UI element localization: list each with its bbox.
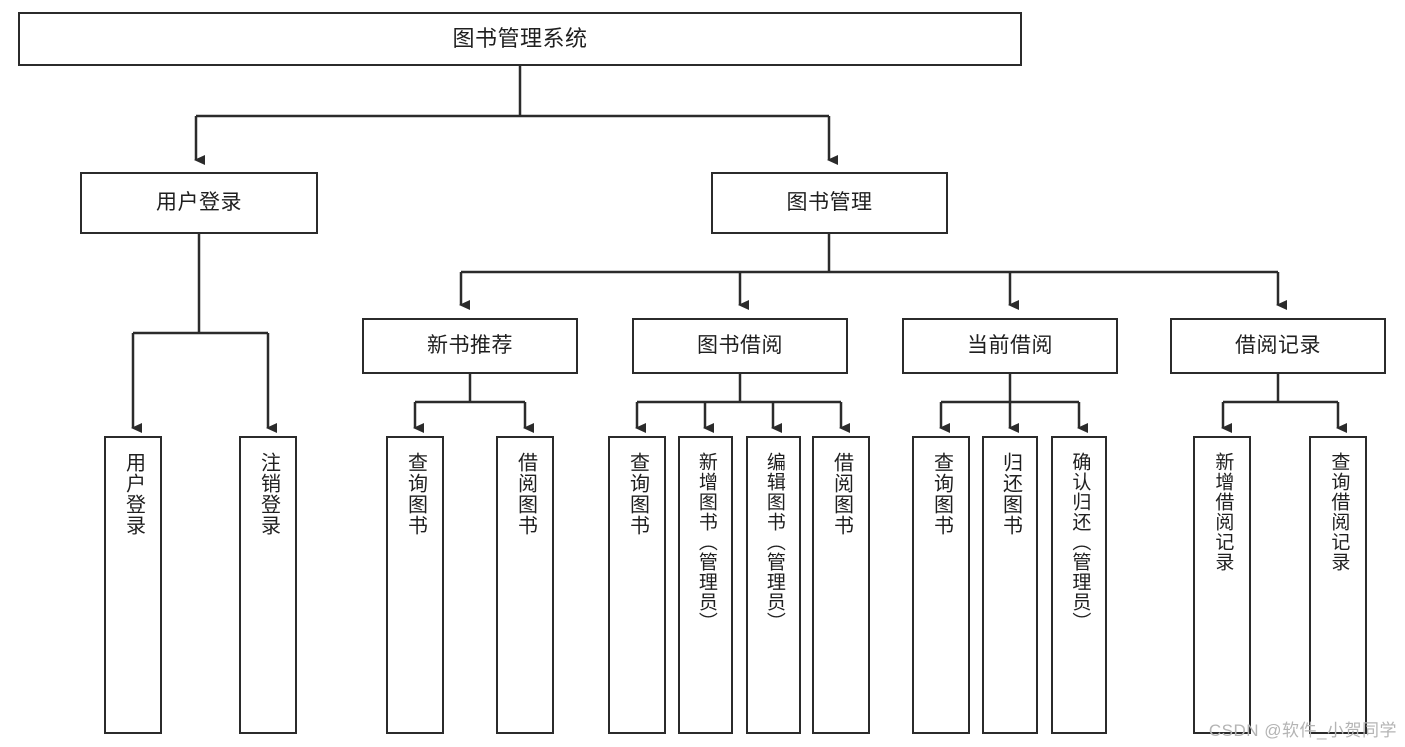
leaf-label: 用户登录 xyxy=(122,452,145,536)
leaf-label: 新增图书（管理员） xyxy=(695,452,717,632)
node-label: 图书管理系统 xyxy=(452,25,588,51)
leaf-new-book-borrow-book[interactable]: 借阅图书 xyxy=(496,436,554,734)
node-new-book-recommendation[interactable]: 新书推荐 xyxy=(362,318,578,374)
leaf-book-borrow-query-book[interactable]: 查询图书 xyxy=(608,436,666,734)
node-label: 用户登录 xyxy=(156,191,242,215)
leaf-label: 查询图书 xyxy=(626,452,649,536)
leaf-label: 归还图书 xyxy=(999,452,1022,536)
leaf-user-login-login[interactable]: 用户登录 xyxy=(104,436,162,734)
node-label: 图书管理 xyxy=(786,191,873,215)
node-borrowing-record[interactable]: 借阅记录 xyxy=(1170,318,1386,374)
leaf-new-book-query-book[interactable]: 查询图书 xyxy=(386,436,444,734)
leaf-current-borrow-query-book[interactable]: 查询图书 xyxy=(912,436,970,734)
leaf-label: 借阅图书 xyxy=(514,452,537,536)
leaf-label: 查询图书 xyxy=(404,452,427,536)
leaf-current-borrow-return-book[interactable]: 归还图书 xyxy=(982,436,1038,734)
node-current-borrowing[interactable]: 当前借阅 xyxy=(902,318,1118,374)
leaf-label: 注销登录 xyxy=(257,452,280,536)
leaf-borrow-record-add-record[interactable]: 新增借阅记录 xyxy=(1193,436,1251,734)
node-book-borrowing[interactable]: 图书借阅 xyxy=(632,318,848,374)
leaf-label: 借阅图书 xyxy=(830,452,853,536)
leaf-label: 编辑图书（管理员） xyxy=(763,452,785,632)
node-label: 当前借阅 xyxy=(967,334,1053,358)
node-label: 借阅记录 xyxy=(1235,334,1321,358)
leaf-book-borrow-borrow-book[interactable]: 借阅图书 xyxy=(812,436,870,734)
node-book-management[interactable]: 图书管理 xyxy=(711,172,948,234)
leaf-borrow-record-query-record[interactable]: 查询借阅记录 xyxy=(1309,436,1367,734)
leaf-book-borrow-edit-book-admin[interactable]: 编辑图书（管理员） xyxy=(746,436,801,734)
leaf-book-borrow-add-book-admin[interactable]: 新增图书（管理员） xyxy=(678,436,733,734)
csdn-watermark: CSDN @软件_小贺同学 xyxy=(1208,721,1397,740)
leaf-current-borrow-confirm-return-admin[interactable]: 确认归还（管理员） xyxy=(1051,436,1107,734)
node-user-login[interactable]: 用户登录 xyxy=(80,172,318,234)
node-label: 图书借阅 xyxy=(697,334,783,358)
leaf-label: 确认归还（管理员） xyxy=(1069,452,1091,632)
leaf-label: 查询图书 xyxy=(930,452,953,536)
leaf-label: 查询借阅记录 xyxy=(1328,452,1350,572)
node-label: 新书推荐 xyxy=(427,334,513,358)
leaf-label: 新增借阅记录 xyxy=(1212,452,1234,572)
node-root-book-management-system[interactable]: 图书管理系统 xyxy=(18,12,1022,66)
leaf-user-login-logout[interactable]: 注销登录 xyxy=(239,436,297,734)
